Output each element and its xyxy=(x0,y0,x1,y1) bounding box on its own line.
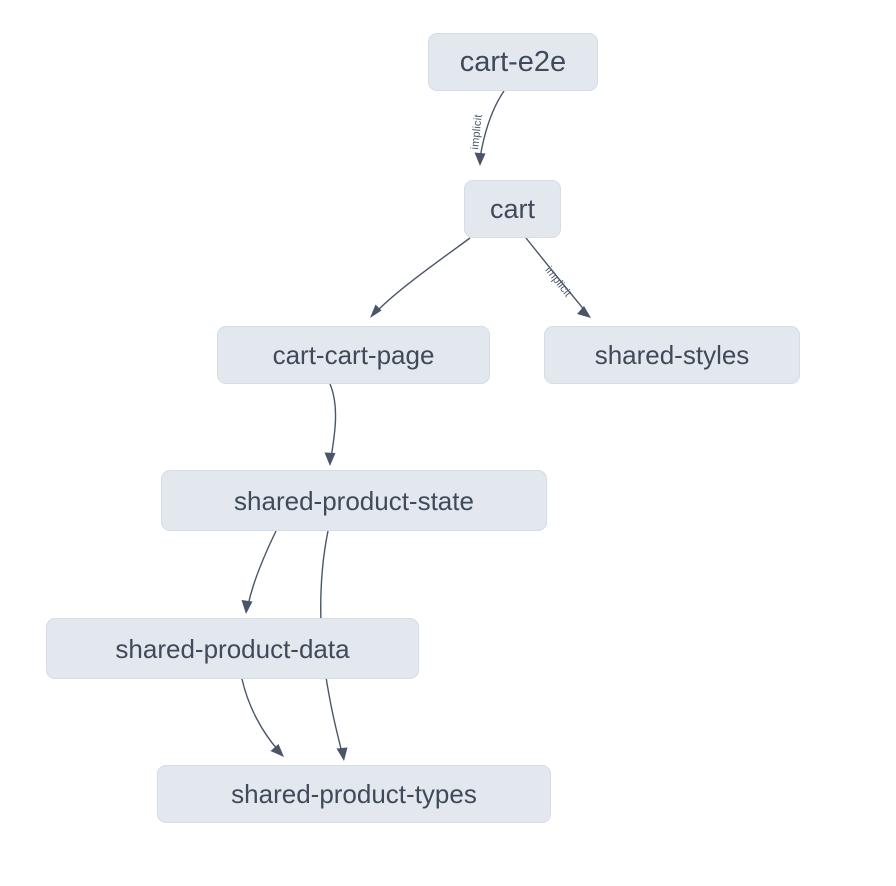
node-cart-e2e[interactable]: cart-e2e xyxy=(428,33,598,91)
node-cart[interactable]: cart xyxy=(464,180,561,238)
node-shared-product-state[interactable]: shared-product-state xyxy=(161,470,547,531)
node-cart-cart-page[interactable]: cart-cart-page xyxy=(217,326,490,384)
node-label: shared-product-types xyxy=(231,779,477,809)
node-label: shared-styles xyxy=(594,340,750,370)
node-label: shared-product-state xyxy=(234,485,474,516)
node-label: cart-e2e xyxy=(459,45,567,78)
node-label: cart xyxy=(489,193,535,224)
node-shared-product-types[interactable]: shared-product-types xyxy=(157,765,551,823)
node-shared-styles[interactable]: shared-styles xyxy=(544,326,800,384)
node-shared-product-data[interactable]: shared-product-data xyxy=(46,618,419,679)
node-label: cart-cart-page xyxy=(272,340,435,370)
node-label: shared-product-data xyxy=(115,633,350,664)
